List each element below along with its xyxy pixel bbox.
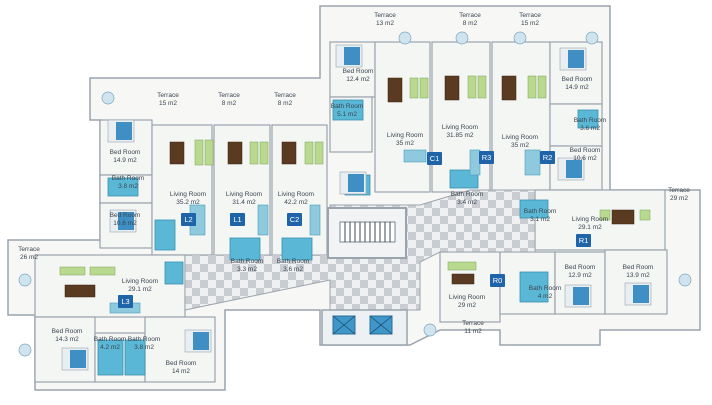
unit-tag-l1: L1 [230,213,245,226]
unit-tag-c2: C2 [287,213,302,226]
stair-core [321,207,408,346]
beds [61,44,652,371]
unit-tag-r0: R0 [490,274,505,287]
terrace-seating [18,31,692,357]
furniture [59,75,651,298]
unit-tag-l2: L2 [181,213,196,226]
unit-tag-r3: R3 [479,151,494,164]
unit-tag-r1: R1 [576,234,591,247]
unit-tag-l3: L3 [118,295,133,308]
unit-tag-r2: R2 [540,151,555,164]
kitchens [109,149,541,314]
unit-tag-c1: C1 [427,152,442,165]
